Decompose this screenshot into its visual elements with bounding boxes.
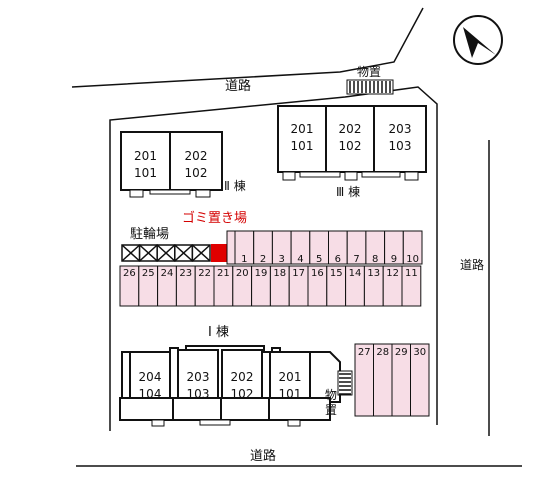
road-top-edge-upper [71,7,424,88]
parking-slot-number: 27 [357,347,371,358]
unit-upper: 202 [184,149,208,163]
building-2-label: Ⅱ 棟 [224,179,246,193]
parking-slot-number: 17 [292,268,305,279]
unit-lower: 103 [388,139,412,153]
parking-slot-number: 18 [273,268,287,279]
garbage-label: ゴミ置き場 [182,211,248,226]
unit-upper: 201 [134,149,157,163]
unit-b1-4: 201 101 [270,369,310,403]
bicycle-parking [121,244,211,262]
parking-slot-number: 23 [179,268,193,279]
unit-b1-3: 202 102 [222,369,262,403]
parking-slot-number: 4 [297,254,304,265]
parking-slot-number: 14 [348,268,362,279]
unit-upper: 204 [138,370,162,384]
parking-slot-10 [402,230,423,265]
parking-slot-number: 21 [217,268,230,279]
unit-b3-1: 201 101 [278,121,326,155]
parking-slot-number: 12 [386,268,399,279]
unit-lower: 104 [138,387,162,401]
unit-b1-2: 203 103 [178,369,218,403]
parking-slot-number: 25 [141,268,155,279]
bicycle-slot-cross [156,244,176,262]
storage-bottom [337,370,353,396]
storage-label-top: 物置 [357,65,382,79]
parking-slot-number: 5 [315,254,323,265]
bicycle-slot-cross [174,244,193,262]
unit-lower: 101 [278,387,302,401]
north-arrow-icon [453,15,503,65]
garbage-area [211,244,227,262]
bicycle-slot-cross [121,244,141,262]
road-label-right: 道路 [460,258,484,273]
unit-lower: 102 [338,139,362,153]
unit-upper: 203 [388,122,412,136]
building-3 [277,105,427,181]
storage-label-bottom-char: 物 [324,388,337,402]
unit-upper: 203 [186,370,210,384]
unit-b3-2: 202 102 [326,121,374,155]
road-label-right-text: 道路 [460,258,485,272]
unit-b3-3: 203 103 [374,121,426,155]
building-1-label: Ⅰ 棟 [208,325,229,340]
storage-label-bottom-char: 置 [324,403,337,417]
unit-lower: 102 [184,166,208,180]
bicycle-slot-cross [139,244,158,262]
building-3-label: Ⅲ 棟 [336,185,361,199]
parking-slot-11 [401,265,422,307]
parking-slot-number: 28 [376,347,390,358]
unit-upper: 201 [290,122,314,136]
parking-slot-number: 29 [394,347,408,358]
parking-slot-number: 2 [259,254,267,265]
parking-slot-number: 24 [160,268,174,279]
parking-slot-number: 7 [353,254,360,265]
building-1 [119,345,341,427]
parking-top-row [226,230,423,265]
unit-lower: 101 [134,166,157,180]
unit-upper: 202 [338,122,362,136]
parking-slot-30 [410,343,430,417]
unit-lower: 102 [230,387,254,401]
unit-upper: 201 [278,370,302,384]
storage-label-bottom: 物 置 [324,388,338,418]
parking-slot-number: 8 [372,254,379,265]
parking-slot-number: 15 [329,268,343,279]
storage-top [346,79,394,95]
unit-lower: 103 [186,387,210,401]
parking-slot-number: 6 [334,254,342,265]
parking-slot-number: 11 [405,268,418,279]
road-label-top: 道路 [225,79,252,94]
unit-upper: 202 [230,370,254,384]
parking-slot-number: 9 [390,254,398,265]
unit-b2-1: 201 101 [121,148,170,182]
bicycle-parking-label: 駐輪場 [130,227,170,242]
unit-b1-1: 204 104 [130,369,170,403]
parking-slot-number: 19 [254,268,268,279]
road-label-bottom: 道路 [250,449,277,464]
parking-slot-number: 10 [406,254,419,265]
parking-slot-number: 3 [278,254,285,265]
building-2 [120,131,223,198]
parking-slot-number: 20 [235,268,249,279]
parking-slot-number: 22 [198,268,211,279]
parking-slot-number: 26 [123,268,136,279]
parking-right-block [354,343,430,417]
parking-edge-strip [226,230,236,265]
parking-bottom-row [119,265,422,307]
unit-b2-2: 202 102 [170,148,222,182]
parking-slot-number: 13 [367,268,381,279]
parking-slot-number: 16 [311,268,324,279]
bicycle-slot-cross [191,244,211,262]
parking-slot-number: 30 [413,347,427,358]
unit-lower: 101 [290,139,314,153]
parking-slot-number: 1 [241,254,248,265]
